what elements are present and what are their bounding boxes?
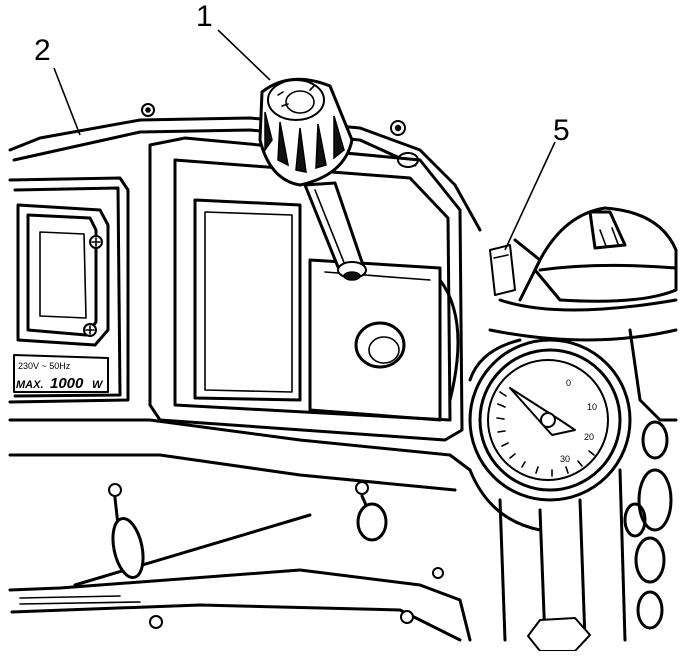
callout-2: 2 [34, 34, 51, 67]
socket-rating-label: 230V ~ 50Hz MAX. 1000 W [13, 354, 109, 393]
power-socket [16, 203, 110, 347]
fuel-cap [533, 206, 678, 303]
choke-knob [258, 77, 354, 187]
right-assembly: 0 10 20 30 [468, 206, 678, 652]
panel-handle-right [355, 481, 388, 542]
gauge-label-30: 30 [560, 454, 570, 464]
gauge-label-20: 20 [584, 432, 594, 442]
gauge-ticks [496, 391, 595, 477]
rating-text: 230V ~ 50Hz [18, 361, 71, 371]
power-socket-panel: 230V ~ 50Hz MAX. 1000 W [8, 176, 130, 404]
callout-5: 5 [553, 114, 570, 147]
pressure-gauge: 0 10 20 30 [468, 338, 632, 502]
max-value-text: 1000 [50, 375, 84, 392]
control-panel-housing [8, 103, 482, 642]
max-unit-text: W [92, 379, 104, 391]
indicator-window [489, 244, 516, 296]
gauge-label-0: 0 [566, 378, 571, 388]
max-prefix-text: MAX. [16, 379, 44, 391]
callout-1: 1 [196, 0, 213, 33]
choke-lever [258, 77, 367, 281]
panel-handle-left [108, 483, 145, 579]
gauge-label-10: 10 [587, 402, 597, 412]
callout-2-leader [53, 67, 81, 136]
callout-5-leader [504, 141, 556, 251]
callout-1-leader [217, 29, 271, 81]
